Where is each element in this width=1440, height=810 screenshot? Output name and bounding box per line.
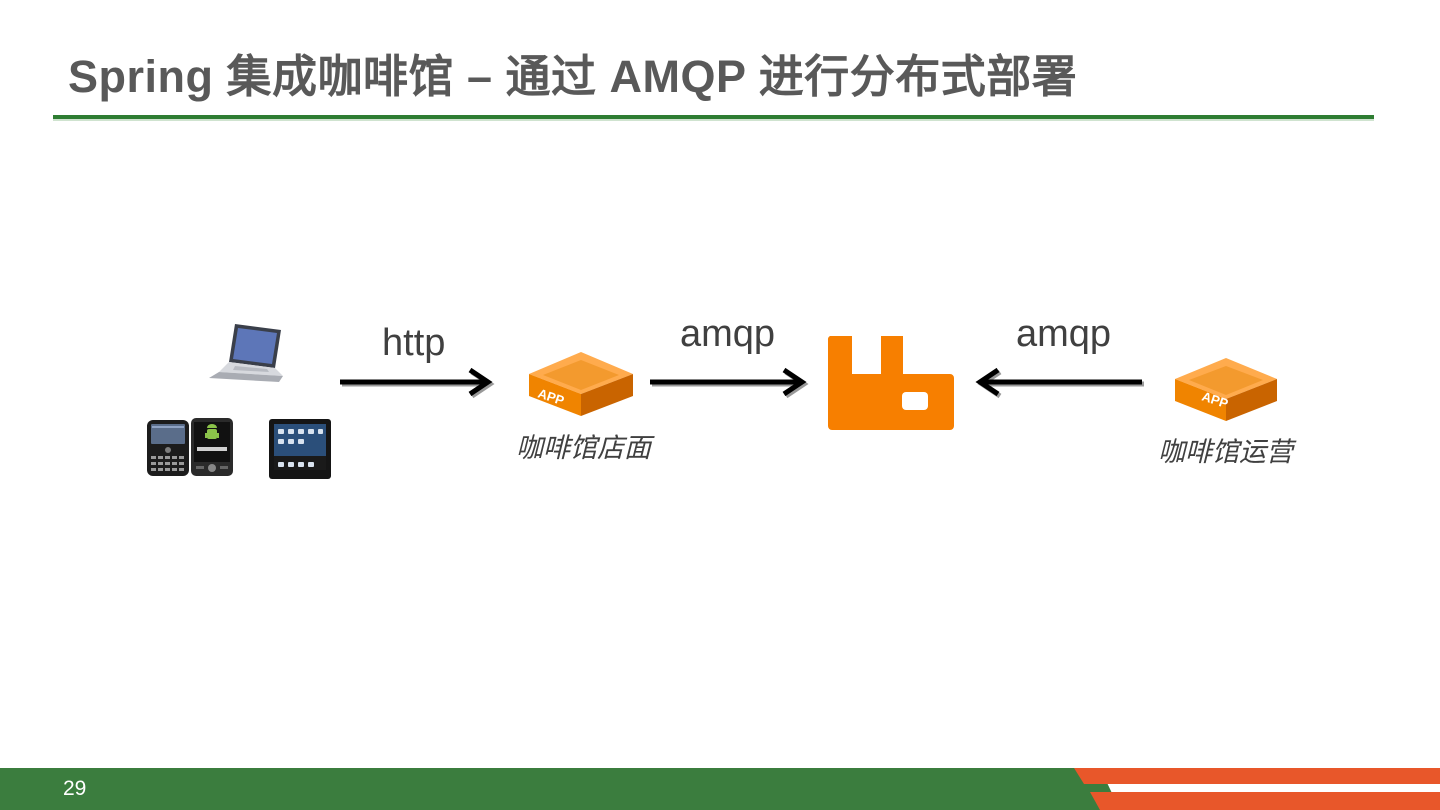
blackberry-phone-icon — [147, 420, 189, 476]
footer-stripes — [1060, 768, 1440, 810]
operations-caption: 咖啡馆运营 — [1158, 437, 1293, 467]
operations-app-box-icon: APP — [1175, 358, 1277, 421]
storefront-caption: 咖啡馆店面 — [516, 433, 651, 463]
amqp-edge-label-left: amqp — [680, 313, 776, 355]
storefront-app-box-icon: APP — [529, 352, 633, 416]
amqp-edge-label-right: amqp — [1016, 313, 1112, 355]
footer-bar — [0, 768, 1100, 810]
title-divider — [53, 115, 1374, 119]
page-number: 29 — [63, 777, 87, 800]
laptop-icon — [209, 324, 283, 382]
http-edge-label: http — [382, 322, 446, 364]
amqp-arrow-from-operations — [975, 367, 1144, 399]
amqp-arrow-to-broker — [650, 367, 809, 399]
rabbitmq-logo-icon — [827, 336, 954, 430]
tablet-icon — [269, 419, 331, 479]
slide-title: Spring 集成咖啡馆 – 通过 AMQP 进行分布式部署 — [68, 51, 1078, 102]
android-phone-icon — [191, 418, 233, 476]
http-arrow — [340, 367, 495, 399]
